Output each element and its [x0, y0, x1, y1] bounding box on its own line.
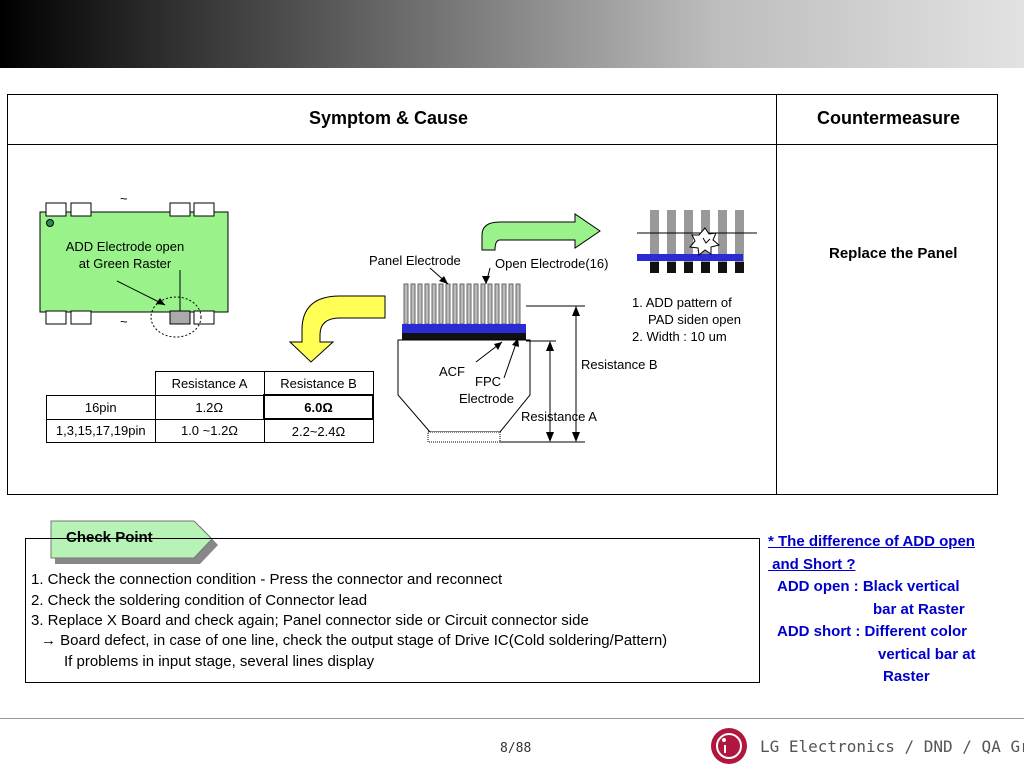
panel-electrode-lines [403, 283, 521, 325]
add-open-line-2: bar at Raster [873, 601, 965, 618]
pad [70, 202, 92, 217]
fpc-connector [427, 431, 501, 443]
header-resistance-a: Resistance A [154, 371, 265, 396]
check-line-1: 1. Check the connection condition - Pres… [31, 571, 503, 588]
panel-marker-dot [46, 219, 54, 227]
defect-pad [169, 310, 191, 325]
difference-question-1: * The difference of ADD open [768, 533, 975, 550]
note-line-2: PAD siden open [648, 312, 741, 327]
pad [70, 310, 92, 325]
open-electrode-label: Open Electrode(16) [495, 256, 609, 271]
fpc-body [397, 339, 531, 433]
pad [193, 202, 215, 217]
check-point-banner [50, 520, 213, 559]
page-number: 8/88 [500, 741, 532, 756]
check-line-2: 2. Check the soldering condition of Conn… [31, 592, 368, 609]
add-electrode-label: ADD Electrode open [65, 239, 185, 254]
res-a-cell: 1.2Ω [154, 394, 265, 420]
header-resistance-b: Resistance B [263, 371, 374, 396]
green-panel [39, 211, 229, 313]
tilde-top: ~ [120, 191, 128, 206]
defect-highlight-circle [150, 296, 202, 338]
resistance-a-label: Resistance A [521, 409, 597, 424]
pin-cell: 1,3,15,17,19pin [46, 418, 156, 443]
table-row: 1,3,15,17,19pin 1.0 ~1.2Ω 2.2~2.4Ω [46, 418, 374, 443]
add-electrode-label-2: at Green Raster [78, 256, 172, 271]
add-open-line-1: ADD open : Black vertical [777, 578, 960, 595]
note-line-1: 1. ADD pattern of [632, 295, 732, 310]
res-b-cell: 2.2~2.4Ω [263, 418, 374, 443]
add-short-line-3: Raster [883, 668, 930, 685]
pad [193, 310, 215, 325]
table-row: 16pin 1.2Ω 6.0Ω [46, 394, 374, 420]
footer-divider [0, 718, 1024, 719]
acf-label: ACF [439, 364, 465, 379]
difference-question-2: and Short ? [768, 556, 856, 573]
check-point-label: Check Point [66, 529, 153, 546]
check-line-5: If problems in input stage, several line… [64, 653, 375, 670]
pin-cell: 16pin [46, 394, 156, 420]
tilde-bottom: ~ [120, 314, 128, 329]
symptom-cause-table [7, 94, 998, 495]
table-divider-vertical [776, 94, 777, 495]
pad [45, 310, 67, 325]
res-b-cell: 6.0Ω [263, 394, 374, 420]
table-divider-horizontal [7, 144, 998, 145]
header-gradient-bar [0, 0, 1024, 68]
countermeasure-text: Replace the Panel [829, 245, 958, 262]
resistance-b-label: Resistance B [581, 357, 658, 372]
add-short-line-1: ADD short : Different color [777, 623, 968, 640]
note-line-3: 2. Width : 10 um [632, 329, 727, 344]
fpc-black-bar [402, 333, 526, 340]
fpc-electrode-label: Electrode [459, 391, 514, 406]
resistance-table: Resistance A Resistance B 16pin 1.2Ω 6.0… [46, 371, 374, 443]
fpc-label: FPC [475, 374, 501, 389]
company-name: LG Electronics / DND / QA Gr. [760, 737, 1024, 756]
pad [45, 202, 67, 217]
symptom-cause-header: Symptom & Cause [309, 108, 469, 128]
res-a-cell: 1.0 ~1.2Ω [154, 418, 265, 443]
acf-blue-bar [402, 324, 526, 333]
open-burst-icon [689, 227, 721, 256]
panel-electrode-label: Panel Electrode [369, 253, 461, 268]
pad [169, 202, 191, 217]
check-point-box [25, 538, 760, 683]
table-corner [47, 372, 156, 396]
add-short-line-2: vertical bar at [878, 646, 976, 663]
check-line-3: 3. Replace X Board and check again; Pane… [31, 612, 589, 629]
yellow-curved-arrow [288, 295, 386, 363]
check-line-4: → Board defect, in case of one line, che… [41, 632, 668, 649]
green-curved-arrow [481, 213, 601, 251]
countermeasure-header: Countermeasure [817, 108, 961, 128]
